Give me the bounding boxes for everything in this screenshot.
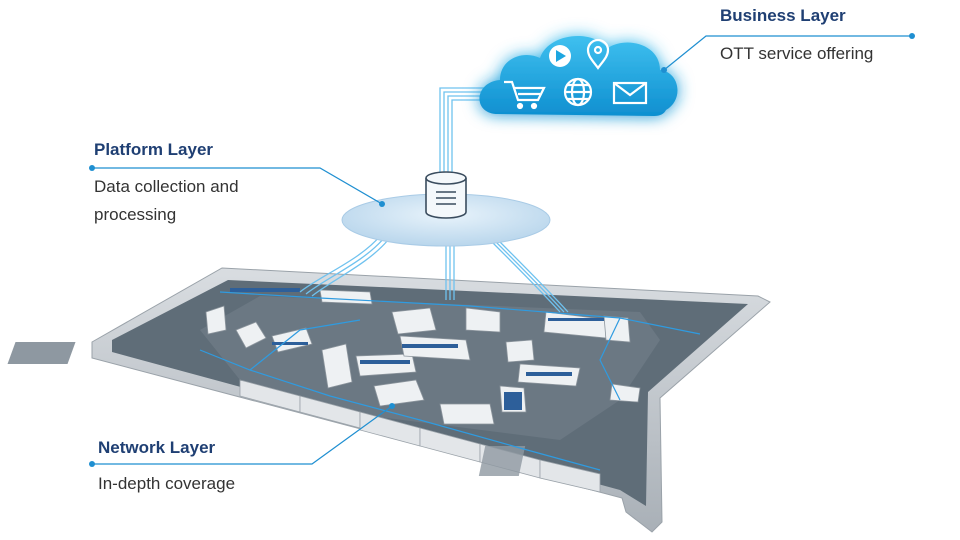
platform-to-network-links: [299, 235, 569, 313]
location-pin-icon: [586, 38, 610, 70]
network-leader: [92, 405, 393, 465]
database-icon: [425, 171, 467, 219]
platform-layer-title: Platform Layer: [94, 140, 214, 159]
business-leader: [663, 35, 912, 71]
network-layer-desc: In-depth coverage: [98, 474, 236, 493]
network-layer-title: Network Layer: [98, 438, 216, 457]
platform-leader: [92, 167, 383, 205]
gate-seating-area: [7, 342, 526, 476]
business-layer-title: Business Layer: [720, 6, 846, 25]
globe-icon: [563, 77, 593, 107]
building-floorplan: [7, 267, 771, 533]
business-cloud: [479, 35, 678, 116]
business-layer-desc: OTT service offering: [720, 44, 874, 63]
shopping-cart-icon: [504, 80, 546, 110]
mail-icon: [612, 81, 648, 105]
platform-layer-desc-line-2: processing: [94, 205, 177, 224]
play-icon: [549, 45, 571, 67]
callout-dots: [89, 33, 915, 467]
network-coverage-lines: [199, 291, 701, 471]
callout-leaders: [92, 35, 912, 465]
platform-layer-desc-line-1: Data collection and: [94, 177, 239, 196]
glass-fronts: [230, 288, 604, 410]
cloud-icons: [504, 38, 648, 110]
